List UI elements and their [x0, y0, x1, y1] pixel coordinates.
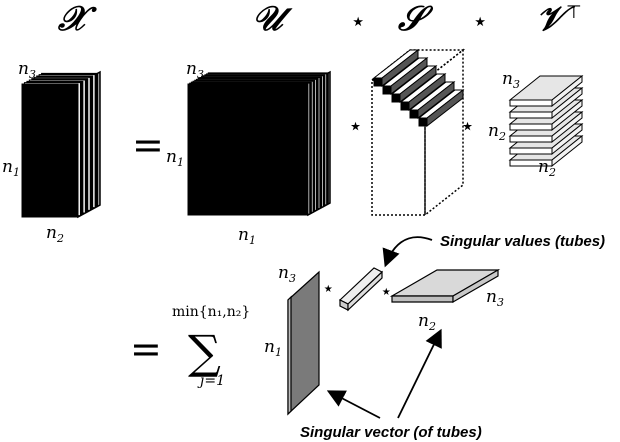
- tensor-u-block: [187, 70, 331, 217]
- sum-lower-limit: j=1: [197, 373, 225, 389]
- vt-slice-front: [509, 135, 553, 143]
- diagonal-tube-side: [399, 64, 437, 104]
- singular-value-tube: [338, 267, 384, 312]
- vt-slice-side: [551, 86, 583, 120]
- tensor-x-symbol: 𝒳: [57, 0, 97, 39]
- vt-slice-front: [509, 111, 553, 119]
- vt-slice-side: [551, 74, 583, 108]
- star-right-of-s: ⋆: [460, 112, 475, 140]
- star-bottom-2: ⋆: [380, 279, 393, 303]
- diagonal-tube-front: [409, 109, 419, 119]
- u-front-face: [187, 83, 309, 216]
- tensor-s-symbol: 𝒮: [397, 0, 434, 39]
- vt-slice-front: [509, 147, 553, 155]
- slice-dim-n2: n2: [418, 311, 436, 333]
- vt-slice-front: [509, 123, 553, 131]
- singular-vector-label: Singular vector (of tubes): [300, 424, 482, 441]
- v-dim-n3: n3: [502, 69, 520, 91]
- diagonal-tube-side: [426, 88, 464, 128]
- vt-slice-side: [551, 134, 583, 168]
- tensor-u-symbol: 𝒰: [252, 0, 293, 39]
- x-dim-n3: n3: [18, 59, 36, 81]
- u-dim-n3: n3: [186, 59, 204, 81]
- vt-slice-side: [551, 122, 583, 156]
- tensor-x-block: [21, 70, 101, 219]
- arrow-to-vector-left: [326, 390, 381, 419]
- vt-slice-side: [551, 110, 583, 144]
- star-bottom-1: ⋆: [322, 276, 335, 300]
- transpose-superscript: ⊤: [566, 2, 582, 23]
- diagonal-tube-front: [400, 101, 410, 111]
- arrow-to-tube: [382, 236, 433, 268]
- vec-dim-n1: n1: [264, 337, 282, 359]
- sum-symbol: ∑: [188, 325, 221, 379]
- diagonal-tube-side: [417, 80, 455, 120]
- vec-dim-n3: n3: [278, 263, 296, 285]
- v-dim-n2-bottom: n2: [538, 157, 556, 179]
- star-operator-1: ⋆: [350, 7, 366, 37]
- v-dim-n2-left: n2: [488, 121, 506, 143]
- vt-slice-side: [551, 98, 583, 132]
- diagonal-tube-side: [408, 72, 446, 112]
- arrow-to-vector-right: [397, 328, 442, 419]
- x-front-face: [21, 83, 79, 218]
- tensor-vt-block: [508, 74, 584, 168]
- diagonal-tube-front: [391, 93, 401, 103]
- u-dim-n1: n1: [166, 147, 184, 169]
- star-left-of-s: ⋆: [348, 112, 363, 140]
- singular-vector-slice: [287, 270, 320, 416]
- star-operator-2: ⋆: [472, 7, 488, 37]
- singular-vector-slice-2: [389, 268, 501, 304]
- diagonal-tube-side: [381, 48, 419, 88]
- diagonal-tube-front: [382, 85, 392, 95]
- vt-slice-front: [509, 99, 553, 107]
- diagonal-tubes: [372, 48, 465, 128]
- equals-sign-bottom: =: [130, 327, 162, 371]
- singular-values-label: Singular values (tubes): [440, 233, 605, 250]
- equals-sign-top: =: [132, 123, 164, 167]
- sum-upper-limit: min{n₁,n₂}: [172, 304, 250, 320]
- slice-dim-n3: n3: [486, 287, 504, 309]
- diagonal-tube-front: [373, 77, 383, 87]
- x-dim-n1: n1: [2, 157, 20, 179]
- diagonal-tube-front: [418, 117, 428, 127]
- x-dim-n2: n2: [46, 223, 64, 245]
- diagonal-tube-side: [390, 56, 428, 96]
- u-dim-n1-bottom: n1: [238, 225, 256, 247]
